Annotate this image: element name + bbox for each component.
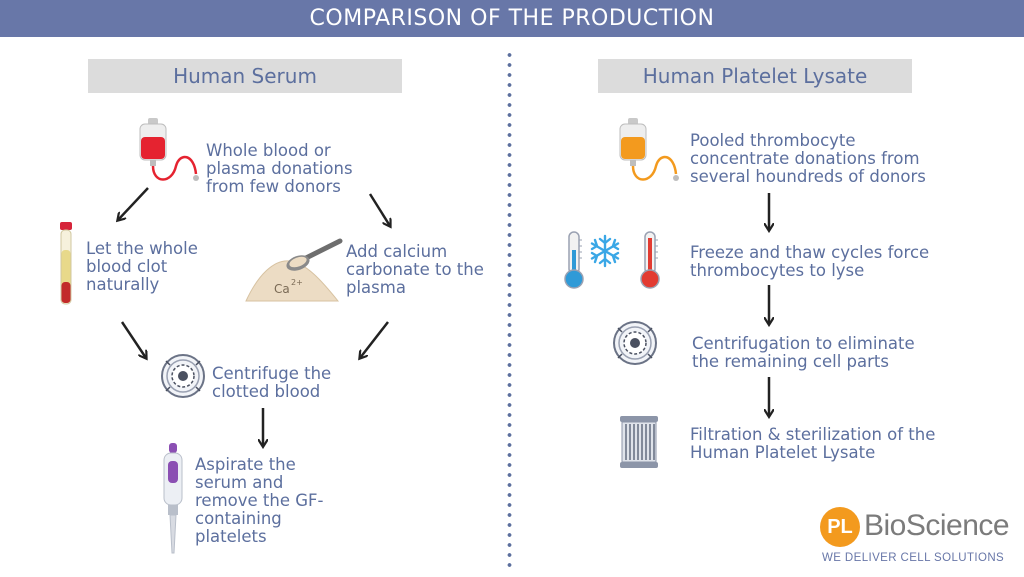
logo-name: BioScience bbox=[864, 509, 1010, 542]
calcium-label: Ca bbox=[274, 282, 290, 296]
arrow-calcium-to-centrifuge bbox=[360, 321, 389, 358]
filter-cartridge-icon bbox=[620, 416, 658, 468]
arrow-bag-to-calcium bbox=[368, 193, 390, 226]
snowflake-icon bbox=[590, 234, 620, 268]
step-freeze-thaw: Freeze and thaw cycles force thrombocyte… bbox=[690, 243, 930, 280]
calcium-superscript: 2+ bbox=[291, 278, 303, 287]
step-aspirate-serum: Aspirate the serum and remove the GF- co… bbox=[195, 455, 324, 546]
hot-thermometer-icon bbox=[640, 231, 660, 289]
step-blood-clot: Let the whole blood clot naturally bbox=[86, 239, 198, 294]
centrifuge-icon bbox=[613, 321, 657, 365]
step-centrifuge-clotted: Centrifuge the clotted blood bbox=[212, 364, 332, 401]
human-platelet-lysate-heading: Human Platelet Lysate bbox=[598, 59, 912, 93]
step-add-calcium: Add calcium carbonate to the plasma bbox=[346, 242, 484, 297]
pipette-icon bbox=[163, 443, 183, 554]
calcium-powder-spoon-icon: Ca 2+ bbox=[245, 238, 343, 302]
arrow-bag-to-tube bbox=[118, 187, 149, 220]
step-centrifugation: Centrifugation to eliminate the remainin… bbox=[692, 334, 915, 371]
page-title: COMPARISON OF THE PRODUCTION bbox=[0, 0, 1024, 37]
blood-bag-icon bbox=[139, 118, 199, 181]
human-serum-heading: Human Serum bbox=[88, 59, 402, 93]
centrifuge-icon bbox=[161, 354, 205, 398]
arrow-tube-to-centrifuge bbox=[120, 321, 146, 358]
test-tube-icon bbox=[60, 222, 72, 305]
cold-thermometer-icon bbox=[564, 231, 584, 289]
column-divider bbox=[507, 50, 512, 570]
step-whole-blood: Whole blood or plasma donations from few… bbox=[206, 141, 353, 196]
step-filtration: Filtration & sterilization of the Human … bbox=[690, 425, 936, 462]
platelet-bag-icon bbox=[619, 118, 679, 181]
logo-tagline: WE DELIVER CELL SOLUTIONS bbox=[822, 552, 1005, 564]
step-pooled-donations: Pooled thrombocyte concentrate donations… bbox=[690, 131, 926, 186]
logo-initials: PL bbox=[820, 507, 860, 547]
